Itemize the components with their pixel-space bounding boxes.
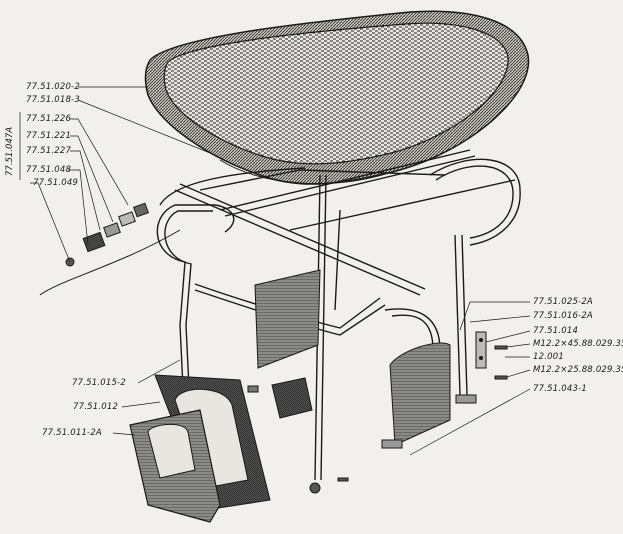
- part-label-lamp-cover: 77.51.226: [26, 114, 72, 124]
- part-label-left-hoop: 77.51.015-2: [72, 378, 126, 388]
- part-label-side-panel: 77.51.043-1: [533, 384, 587, 394]
- lamp-parts: [39, 202, 181, 296]
- part-label-roof-frame: 77.51.018-3: [26, 95, 80, 105]
- roof-panel: [144, 10, 530, 185]
- part-label-right-tube: 77.51.016-2A: [533, 311, 593, 321]
- rear-wall-panel: [129, 409, 221, 523]
- part-label-lamp-lens: 77.51.221: [26, 131, 72, 141]
- right-side-panel: [389, 342, 451, 446]
- part-label-bracket: 77.51.014: [533, 326, 579, 336]
- group-label: 77.51.047A: [5, 126, 15, 176]
- lamp-box: [247, 377, 313, 419]
- leader-lines: [19, 86, 531, 456]
- part-label-rear-frame: 77.51.012: [73, 402, 119, 412]
- part-label-lamp-body: 77.51.048: [26, 165, 72, 175]
- part-label-bolt-45: M12.2×45.88.029.35: [533, 339, 623, 349]
- part-label-right-hoop: 77.51.025-2A: [533, 297, 593, 307]
- left-side-panel: [254, 269, 321, 369]
- part-label-lamp-gasket: 77.51.227: [26, 146, 72, 156]
- part-label-roof: 77.51.020-2: [26, 82, 80, 92]
- part-label-washer: 12.001: [533, 352, 564, 362]
- part-label-rear-panel: 77.51.011-2A: [42, 428, 102, 438]
- part-label-lamp-wire: 77.51.049: [33, 178, 79, 188]
- bolts: [309, 345, 508, 494]
- part-label-bolt-25: M12.2×25.88.029.35: [533, 365, 623, 375]
- mounting-bracket: [381, 331, 487, 449]
